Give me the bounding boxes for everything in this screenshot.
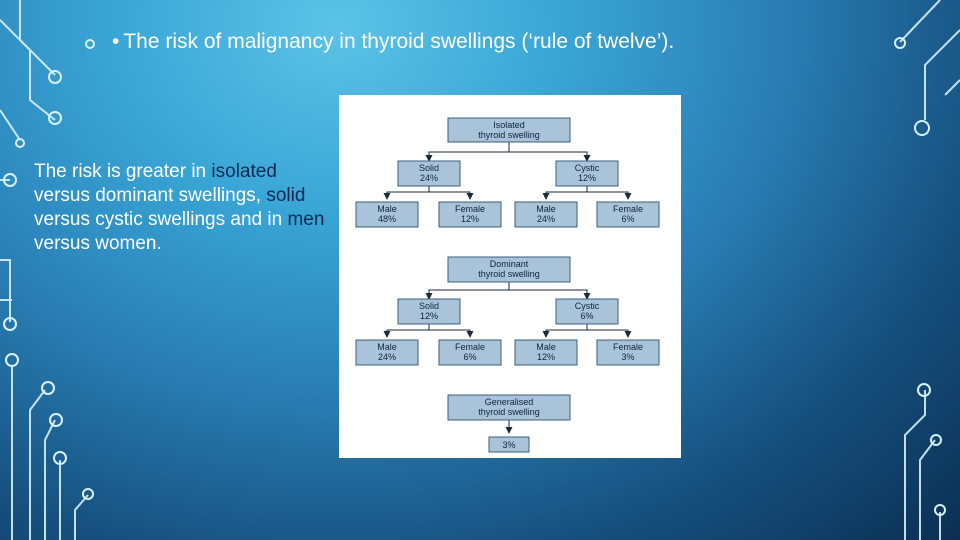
svg-text:Generalised: Generalised (485, 397, 534, 407)
box-isolated-cystic: Cystic 12% (556, 161, 618, 186)
svg-text:6%: 6% (463, 352, 476, 362)
svg-text:24%: 24% (537, 214, 555, 224)
body-segment: versus women. (34, 233, 162, 254)
svg-text:thyroid swelling: thyroid swelling (478, 269, 540, 279)
box-dominant-solid-female: Female 6% (439, 340, 501, 365)
svg-text:Female: Female (613, 204, 643, 214)
bullet-icon: • (112, 30, 119, 53)
svg-text:24%: 24% (420, 173, 438, 183)
box-isolated-cystic-female: Female 6% (597, 202, 659, 227)
box-dominant-solid-male: Male 24% (356, 340, 418, 365)
svg-text:Solid: Solid (419, 301, 439, 311)
svg-text:12%: 12% (537, 352, 555, 362)
box-dominant-cystic: Cystic 6% (556, 299, 618, 324)
box-generalised-result: 3% (489, 437, 529, 452)
svg-text:3%: 3% (621, 352, 634, 362)
svg-text:Male: Male (536, 204, 556, 214)
svg-text:Dominant: Dominant (490, 259, 529, 269)
rule-of-twelve-diagram: Isolated thyroid swelling Solid 24% Cyst… (339, 95, 681, 458)
svg-text:Male: Male (377, 342, 397, 352)
svg-text:12%: 12% (420, 311, 438, 321)
title-text: The risk of malignancy in thyroid swelli… (123, 30, 674, 53)
svg-text:Male: Male (377, 204, 397, 214)
svg-text:Cystic: Cystic (575, 301, 600, 311)
box-isolated: Isolated thyroid swelling (448, 118, 570, 142)
box-dominant-cystic-female: Female 3% (597, 340, 659, 365)
box-isolated-solid-male: Male 48% (356, 202, 418, 227)
svg-text:48%: 48% (378, 214, 396, 224)
box-generalised: Generalised thyroid swelling (448, 395, 570, 420)
svg-text:Cystic: Cystic (575, 163, 600, 173)
svg-text:3%: 3% (502, 440, 515, 450)
slide-title: •The risk of malignancy in thyroid swell… (112, 30, 674, 54)
svg-text:thyroid swelling: thyroid swelling (478, 407, 540, 417)
svg-text:Isolated: Isolated (493, 120, 525, 130)
box-dominant: Dominant thyroid swelling (448, 257, 570, 282)
box-isolated-cystic-male: Male 24% (515, 202, 577, 227)
svg-text:6%: 6% (580, 311, 593, 321)
highlight-isolated: isolated (211, 161, 277, 182)
svg-text:thyroid swelling: thyroid swelling (478, 130, 540, 140)
svg-text:Female: Female (613, 342, 643, 352)
body-segment: The risk is greater in (34, 161, 211, 182)
svg-text:Male: Male (536, 342, 556, 352)
highlight-solid: solid (266, 185, 305, 206)
body-segment: versus dominant swellings, (34, 185, 266, 206)
highlight-men: men (287, 209, 324, 230)
svg-text:6%: 6% (621, 214, 634, 224)
box-dominant-cystic-male: Male 12% (515, 340, 577, 365)
box-isolated-solid-female: Female 12% (439, 202, 501, 227)
svg-text:Solid: Solid (419, 163, 439, 173)
svg-text:12%: 12% (578, 173, 596, 183)
box-dominant-solid: Solid 12% (398, 299, 460, 324)
svg-text:Female: Female (455, 204, 485, 214)
box-isolated-solid: Solid 24% (398, 161, 460, 186)
svg-text:Female: Female (455, 342, 485, 352)
body-text: The risk is greater in isolated versus d… (34, 160, 334, 256)
body-segment: versus cystic swellings and in (34, 209, 287, 230)
svg-text:12%: 12% (461, 214, 479, 224)
svg-text:24%: 24% (378, 352, 396, 362)
